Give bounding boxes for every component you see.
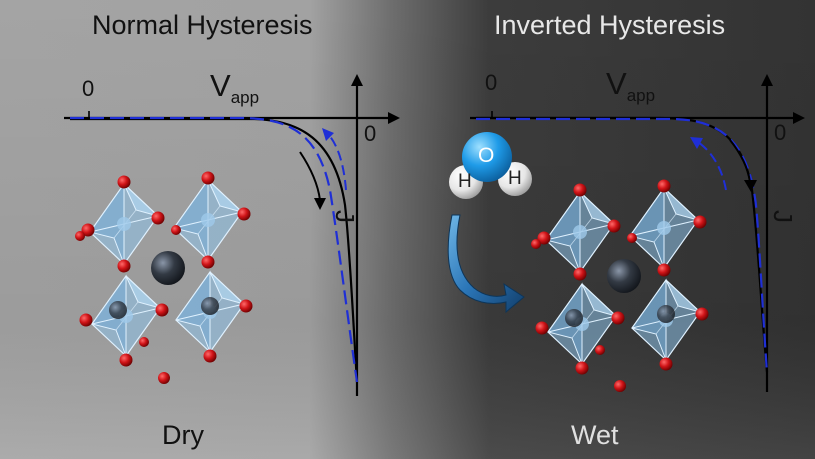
left-voltage-axis-label: Vapp [210, 68, 260, 108]
right-jv-plot [470, 74, 805, 392]
water-oxygen-label: O [478, 144, 495, 167]
caption-wet: Wet [571, 420, 619, 450]
hydration-arrow-icon [447, 214, 525, 314]
left-voltage-zero-label: 0 [82, 76, 95, 101]
water-hydrogen-label-right: H [508, 168, 522, 189]
right-voltage-zero-label: 0 [485, 70, 498, 95]
left-current-zero-label: 0 [364, 121, 377, 146]
left-reverse-sweep [70, 116, 359, 383]
caption-dry: Dry [162, 420, 204, 450]
left-current-axis-label: J [330, 210, 360, 223]
water-molecule-icon [449, 132, 532, 199]
right-current-zero-label: 0 [774, 120, 787, 145]
right-reverse-sweep [476, 117, 769, 373]
title-inverted-hysteresis: Inverted Hysteresis [494, 10, 726, 40]
right-current-axis-label: J [768, 210, 798, 223]
title-normal-hysteresis: Normal Hysteresis [92, 10, 313, 40]
right-voltage-axis-label: Vapp [606, 66, 656, 106]
left-forward-sweep [70, 117, 359, 383]
left-jv-plot [64, 74, 400, 396]
water-hydrogen-label-left: H [458, 171, 472, 192]
